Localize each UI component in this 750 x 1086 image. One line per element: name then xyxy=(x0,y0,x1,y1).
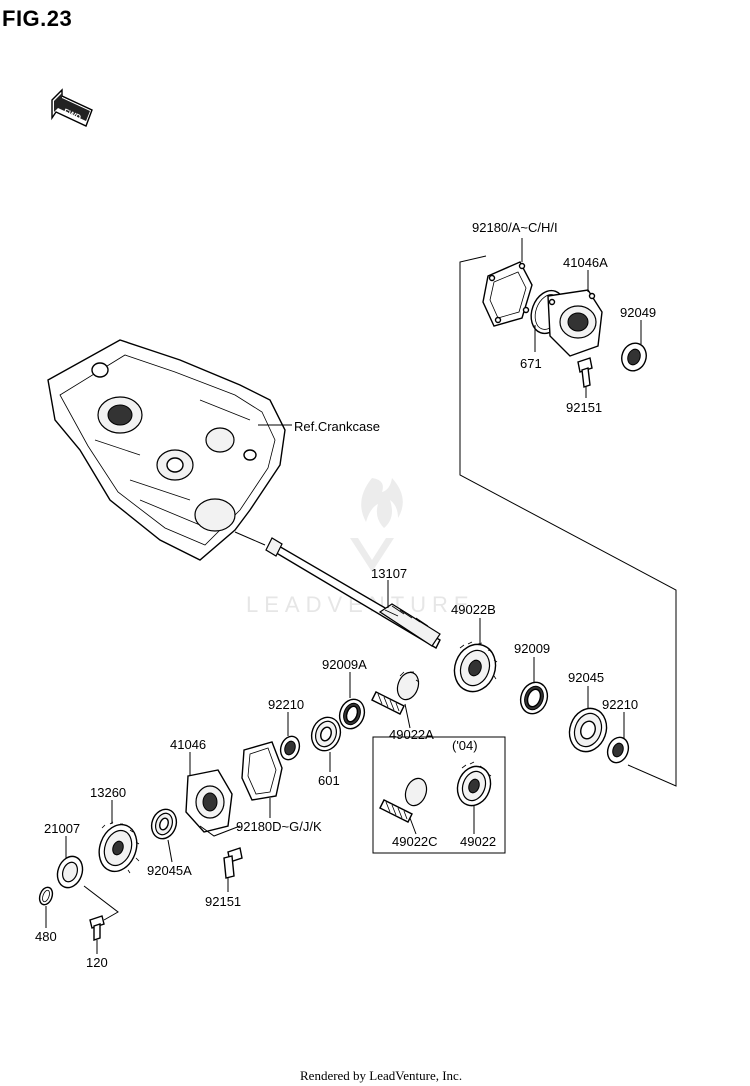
label-92045a: 92045A xyxy=(147,863,192,878)
label-92210-left: 92210 xyxy=(268,697,304,712)
label-671: 671 xyxy=(520,356,542,371)
seal-92210-right xyxy=(606,712,630,764)
crankcase-reference xyxy=(47,339,292,561)
seal-92210-left xyxy=(279,712,301,761)
bearing-601 xyxy=(310,716,342,772)
gasket-92180d xyxy=(241,741,283,818)
label-41046a: 41046A xyxy=(563,255,608,270)
bolt-92151-bottom xyxy=(223,847,243,892)
washer-92009 xyxy=(519,657,549,715)
label-601: 601 xyxy=(318,773,340,788)
group-bracket-top xyxy=(459,255,677,787)
seal-92049 xyxy=(621,320,647,372)
pinion-49022a xyxy=(371,671,420,729)
label-92180-dgjk: 92180D~G/J/K xyxy=(236,819,322,834)
flame-logo-icon xyxy=(361,478,403,528)
bearing-92045 xyxy=(568,686,608,753)
housing-41046a xyxy=(547,270,603,357)
v-logo-icon xyxy=(350,538,394,572)
label-41046: 41046 xyxy=(170,737,206,752)
label-ref-crankcase: Ref.Crankcase xyxy=(294,419,380,434)
bolt-92151-top xyxy=(577,357,593,398)
footer-credit: Rendered by LeadVenture, Inc. xyxy=(300,1068,462,1083)
shaft-13107 xyxy=(265,537,441,649)
label-13260: 13260 xyxy=(90,785,126,800)
label-92009a: 92009A xyxy=(322,657,367,672)
label-year-04: ('04) xyxy=(452,738,478,753)
year-04-group xyxy=(372,736,506,854)
label-92210-right: 92210 xyxy=(602,697,638,712)
ring-480 xyxy=(38,886,54,928)
label-92180-aci: 92180/A~C/H/I xyxy=(472,220,558,235)
label-49022c: 49022C xyxy=(392,834,438,849)
figure-title: FIG.23 xyxy=(2,6,73,31)
gasket-92180-top xyxy=(482,238,533,327)
label-49022: 49022 xyxy=(460,834,496,849)
label-92045: 92045 xyxy=(568,670,604,685)
housing-41046 xyxy=(185,752,241,837)
label-49022a: 49022A xyxy=(389,727,434,742)
label-92009: 92009 xyxy=(514,641,550,656)
label-92151-top: 92151 xyxy=(566,400,602,415)
gear-13260 xyxy=(98,800,140,874)
label-120: 120 xyxy=(86,955,108,970)
fwd-arrow-icon: FWD xyxy=(51,88,93,127)
label-21007: 21007 xyxy=(44,821,80,836)
label-49022b: 49022B xyxy=(451,602,496,617)
screw-120 xyxy=(89,915,105,954)
label-13107: 13107 xyxy=(371,566,407,581)
bearing-92045a xyxy=(150,808,178,863)
gear-49022b xyxy=(453,618,498,693)
label-92049: 92049 xyxy=(620,305,656,320)
label-480: 480 xyxy=(35,929,57,944)
washer-92009a xyxy=(338,672,366,730)
label-92151-bottom: 92151 xyxy=(205,894,241,909)
sensor-21007 xyxy=(56,836,119,921)
